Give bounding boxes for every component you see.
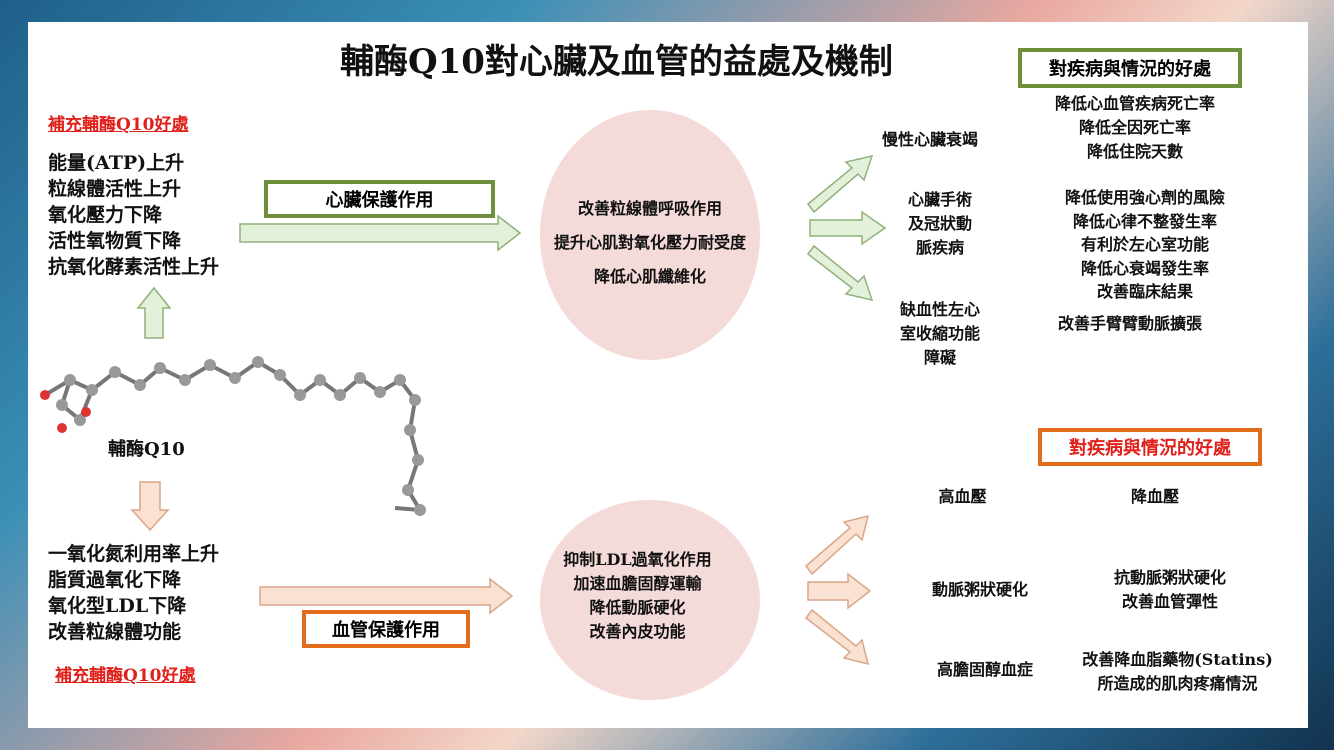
- bottom-benefits-list: 一氧化氮利用率上升 脂質過氧化下降 氧化型LDL下降 改善粒線體功能: [48, 541, 219, 645]
- molecule-atoms: [40, 356, 426, 516]
- supplement-label-bottom: 補充輔酶Q10好處: [55, 666, 196, 686]
- condition-effects: 降血壓: [1130, 487, 1179, 506]
- list-item: 加速血膽固醇運輸: [573, 574, 702, 593]
- list-item: 一氧化氮利用率上升: [48, 543, 220, 565]
- condition-name: 缺血性左心室收縮功能障礙: [899, 300, 980, 367]
- heart-protection-box: 心臟保護作用: [264, 180, 495, 218]
- heart-protection-arrow: [239, 214, 522, 252]
- list-item: 抑制LDL過氧化作用: [563, 550, 712, 569]
- condition-name: 心臟手術及冠狀動脈疾病: [907, 190, 972, 257]
- list-item: 改善粒線體呼吸作用: [577, 199, 722, 218]
- condition-effects: 降低心血管疾病死亡率降低全因死亡率降低住院天數: [1054, 94, 1215, 161]
- vessel-illustration: [540, 500, 760, 700]
- up-arrow: [136, 286, 172, 339]
- molecule-label: 輔酶Q10: [108, 439, 185, 460]
- top-benefits-list: 能量(ATP)上升 粒線體活性上升 氧化壓力下降 活性氧物質下降 抗氧化酵素活性…: [48, 150, 219, 280]
- heart-illustration: [540, 110, 760, 360]
- condition-name: 動脈粥狀硬化: [931, 580, 1028, 599]
- list-item: 粒線體活性上升: [48, 178, 182, 200]
- list-item: 氧化型LDL下降: [48, 595, 187, 617]
- list-item: 氧化壓力下降: [48, 204, 163, 226]
- disease-header-top: 對疾病與情況的好處: [1018, 48, 1242, 88]
- list-item: 降低心肌纖維化: [593, 267, 706, 286]
- arrow-down-right: [804, 608, 870, 666]
- list-item: 活性氧物質下降: [48, 230, 182, 252]
- condition-name: 高膽固醇血症: [936, 660, 1033, 679]
- arrow-up-right: [804, 514, 870, 576]
- list-item: 改善內皮功能: [589, 622, 686, 641]
- page-title: 輔酶Q10對心臟及血管的益處及機制: [340, 42, 893, 82]
- list-item: 脂質過氧化下降: [48, 569, 182, 591]
- vessel-mechanisms: 抑制LDL過氧化作用 加速血膽固醇運輸 降低動脈硬化 改善內皮功能: [530, 548, 745, 644]
- condition-effects: 改善降血脂藥物(Statins)所造成的肌肉疼痛情況: [1082, 650, 1273, 693]
- list-item: 降低動脈硬化: [589, 598, 686, 617]
- list-item: 改善粒線體功能: [48, 621, 182, 643]
- condition-effects: 改善手臂臂動脈擴張: [1057, 314, 1202, 333]
- heart-mechanisms: 改善粒線體呼吸作用 提升心肌對氧化壓力耐受度 降低心肌纖維化: [530, 192, 770, 294]
- condition-effects: 降低使用強心劑的風險降低心律不整發生率有利於左心室功能降低心衰竭發生率改善臨床結…: [1064, 188, 1225, 301]
- arrow-right: [809, 210, 887, 246]
- list-item: 抗氧化酵素活性上升: [48, 256, 220, 278]
- molecule-icon: [43, 359, 424, 513]
- condition-name: 高血壓: [938, 487, 987, 506]
- condition-effects: 抗動脈粥狀硬化改善血管彈性: [1113, 568, 1226, 611]
- down-arrow: [130, 481, 170, 532]
- supplement-label-top: 補充輔酶Q10好處: [48, 115, 189, 135]
- list-item: 能量(ATP)上升: [48, 152, 185, 174]
- disease-header-bottom: 對疾病與情況的好處: [1038, 428, 1262, 466]
- arrow-up-right: [806, 154, 874, 214]
- condition-name: 慢性心臟衰竭: [881, 130, 978, 149]
- list-item: 提升心肌對氧化壓力耐受度: [553, 233, 746, 252]
- vessel-protection-arrow: [259, 577, 514, 615]
- arrow-down-right: [806, 244, 874, 302]
- vessel-protection-box: 血管保護作用: [302, 610, 470, 648]
- arrow-right: [807, 572, 872, 610]
